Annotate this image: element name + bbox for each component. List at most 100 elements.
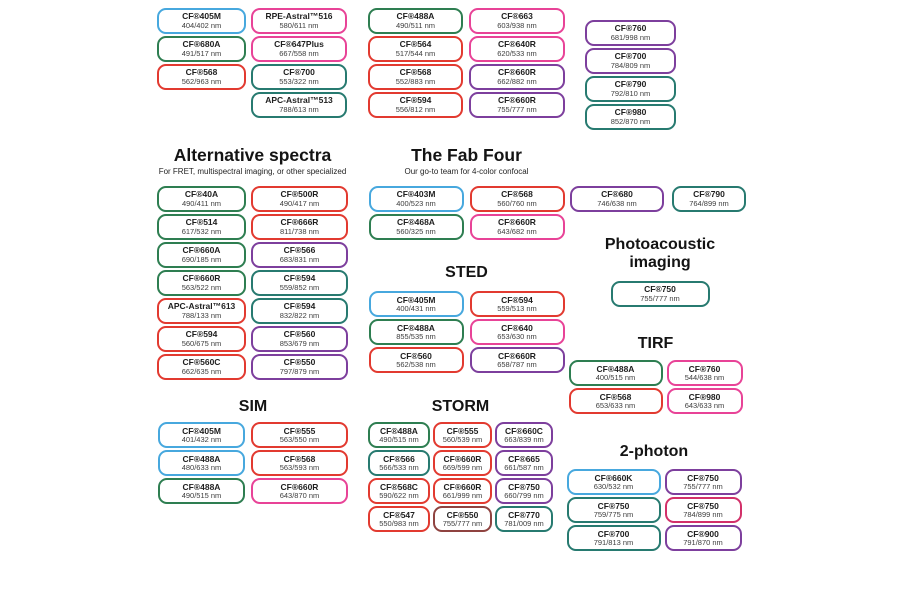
dye-wavelengths: 562/538 nm [396, 360, 436, 370]
dye-name: CF®568C [380, 481, 418, 492]
dye-name: CF®660R [498, 67, 536, 78]
dye-name: CF®488A [182, 453, 221, 464]
dye-name: CF®647Plus [274, 39, 324, 50]
dye-name: CF®547 [383, 509, 415, 520]
dye-wavelengths: 811/738 nm [279, 226, 320, 236]
dye-name: CF®666R [280, 217, 319, 228]
dye-wavelengths: 788/133 nm [181, 310, 222, 320]
dye-name: CF®594 [283, 273, 316, 284]
dye-wavelengths: 755/777 nm [442, 519, 483, 529]
dye-name: CF®665 [508, 453, 540, 464]
dye-name: CF®40A [184, 189, 219, 200]
dye-wavelengths: 855/535 nm [396, 332, 436, 342]
dye-wavelengths: 653/630 nm [497, 332, 537, 342]
dye-wavelengths: 681/998 nm [610, 33, 651, 42]
dye-wavelengths: 791/813 nm [593, 538, 634, 548]
section-alternative-spectra: Alternative spectra For FRET, multispect… [157, 145, 348, 382]
dye-name: CF®660A [182, 245, 221, 256]
dye-name: CF®566 [283, 245, 316, 256]
dye-wavelengths: 755/777 nm [683, 482, 723, 492]
dye-wavelengths: 490/515 nm [379, 435, 419, 445]
section-subtitle: For FRET, multispectral imaging, or othe… [158, 167, 347, 177]
dye-wavelengths: 404/402 nm [181, 21, 222, 30]
dye-wavelengths: 683/831 nm [279, 254, 320, 264]
dye-wavelengths: 746/638 nm [597, 199, 637, 208]
section-title: TIRF [637, 335, 674, 352]
dye-wavelengths: 662/635 nm [181, 366, 222, 376]
section-title: 2-photon [619, 443, 689, 460]
dye-wavelengths: 400/431 nm [396, 304, 436, 314]
dye-wavelengths: 560/675 nm [181, 338, 222, 348]
dye-wavelengths: 792/810 nm [610, 89, 651, 98]
dye-wavelengths: 566/533 nm [379, 463, 419, 473]
dye-name: CF®660R [443, 453, 482, 464]
dye-wavelengths: 560/539 nm [442, 435, 483, 445]
dye-wavelengths: 620/533 nm [497, 49, 537, 58]
dye-name: CF®568 [501, 189, 533, 200]
dye-wavelengths: 491/517 nm [181, 49, 222, 58]
dye-wavelengths: 791/870 nm [683, 538, 723, 548]
dye-wavelengths: 788/613 nm [279, 105, 319, 114]
dye-wavelengths: 667/558 nm [279, 49, 319, 58]
dye-name: CF®405M [396, 294, 436, 305]
dye-wavelengths: 590/622 nm [379, 491, 419, 501]
dye-name: CF®566 [383, 453, 415, 464]
dye-wavelengths: 556/812 nm [395, 105, 436, 114]
dye-name: CF®594 [283, 301, 316, 312]
dye-wavelengths: 661/999 nm [442, 491, 483, 501]
section-title: Alternative spectra [173, 145, 332, 165]
dye-wavelengths: 550/983 nm [379, 519, 419, 529]
dye-wavelengths: 663/839 nm [504, 435, 544, 445]
dye-name: CF®568 [185, 67, 218, 78]
dye-wavelengths: 643/870 nm [279, 491, 320, 501]
dye-wavelengths: 832/822 nm [279, 310, 320, 320]
dye-wavelengths: 490/411 nm [181, 198, 222, 208]
dye-wavelengths: 669/599 nm [442, 463, 483, 473]
dye-name: CF®660C [505, 425, 543, 436]
dye-name: APC-Astral™513 [265, 95, 333, 106]
